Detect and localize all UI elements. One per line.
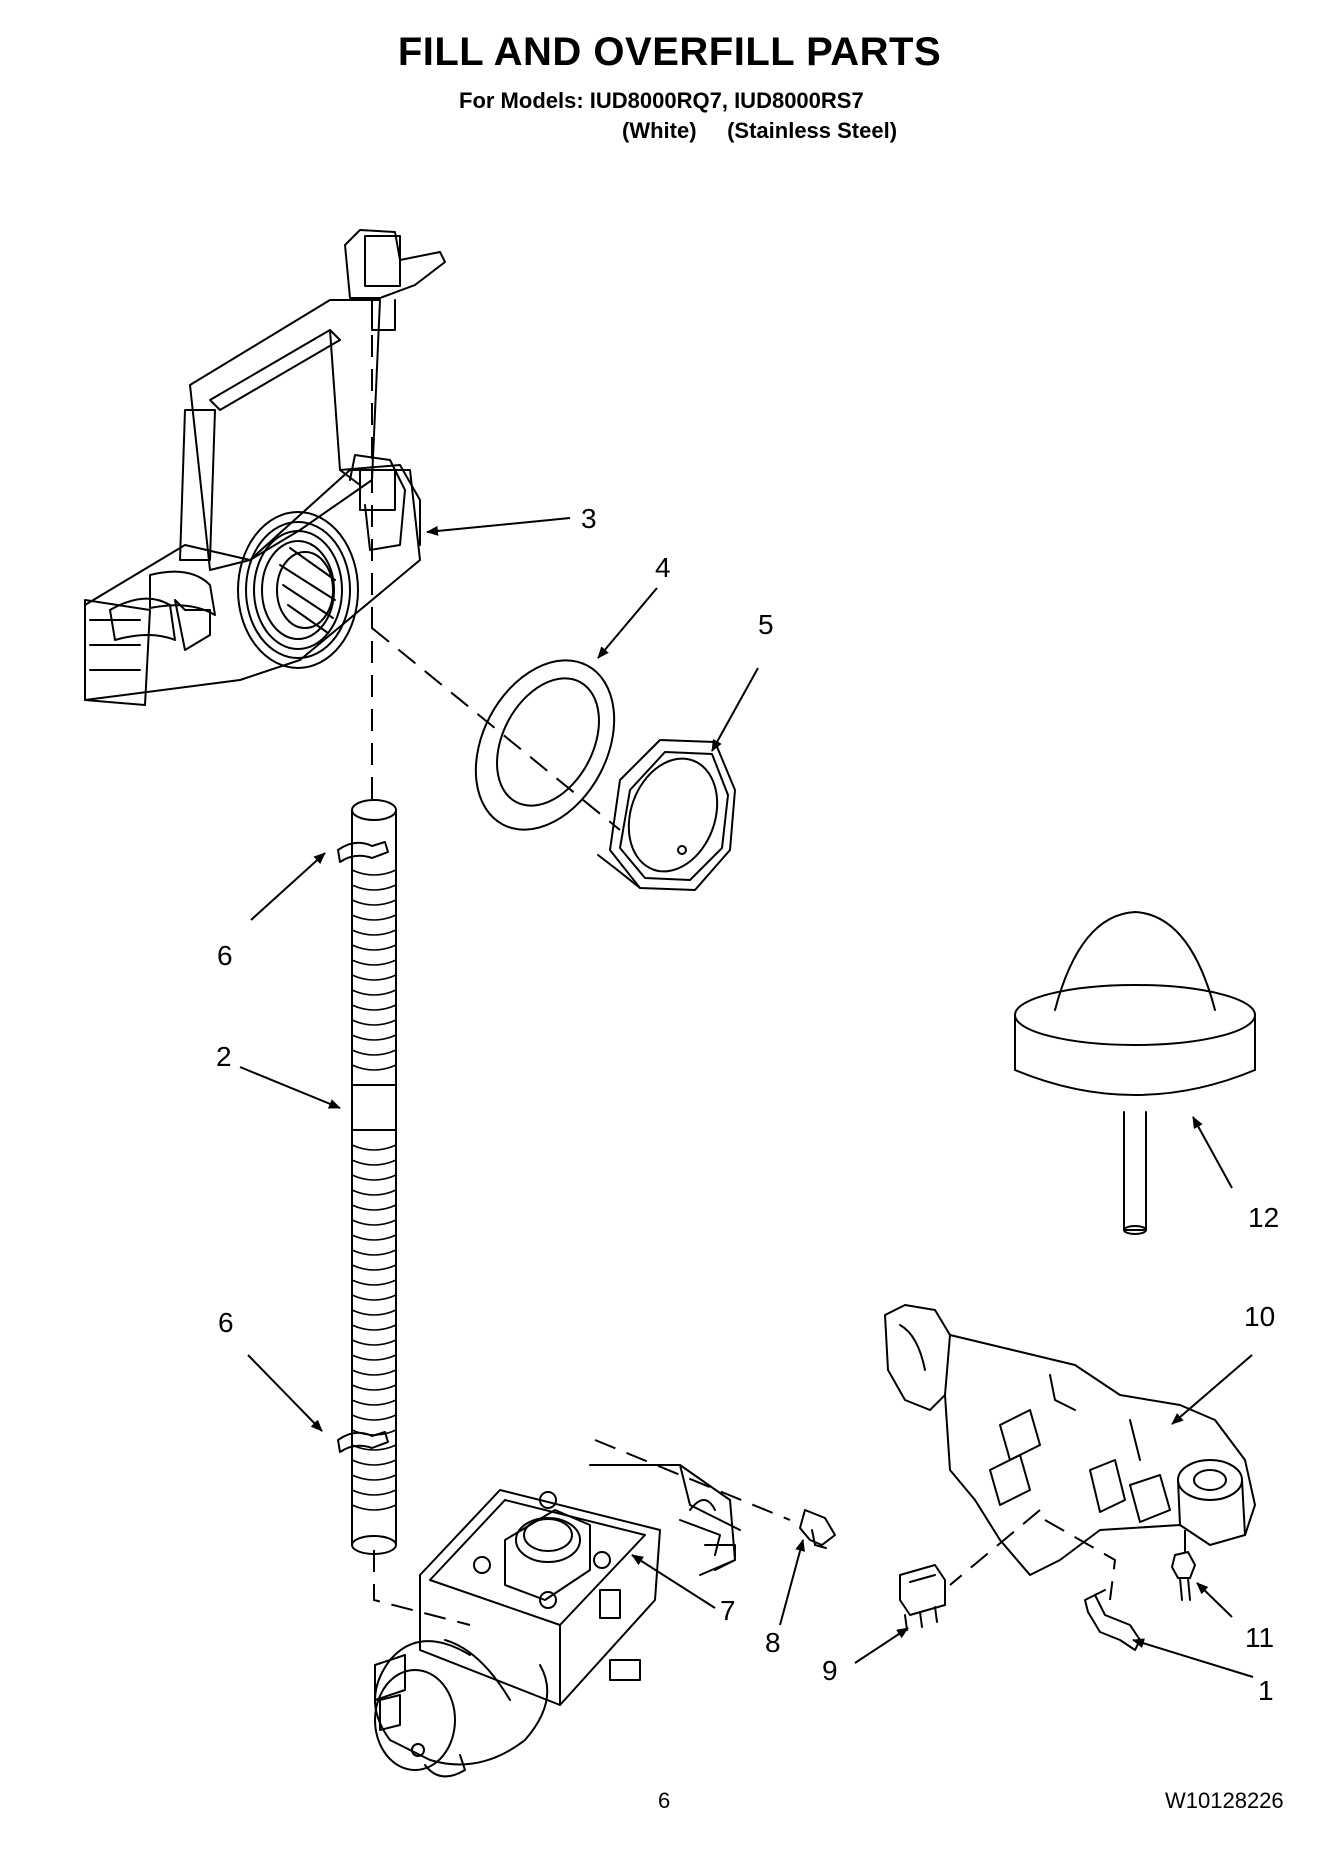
float-part xyxy=(1014,911,1256,1235)
models-line: For Models: IUD8000RQ7, IUD8000RS7 xyxy=(459,88,864,113)
callout-6-top: 6 xyxy=(217,940,233,971)
callout-6-bottom: 6 xyxy=(218,1307,234,1338)
actuator-lever-part xyxy=(1084,1589,1141,1651)
callout-11: 11 xyxy=(1245,1622,1274,1653)
fill-hose-part xyxy=(351,799,397,1555)
assembly-guide-lines xyxy=(371,335,1186,1626)
leader-arrows xyxy=(239,517,1254,1678)
callout-10: 10 xyxy=(1244,1301,1275,1332)
gasket-part xyxy=(474,659,616,831)
float-switch-part xyxy=(899,1564,946,1631)
callout-7: 7 xyxy=(720,1595,736,1626)
float-switch-bracket-part xyxy=(884,1304,1256,1576)
callout-labels: 3 4 5 6 2 12 10 6 7 8 9 11 1 xyxy=(216,503,1279,1706)
callout-4: 4 xyxy=(655,552,671,583)
callout-2: 2 xyxy=(216,1041,232,1072)
callout-12: 12 xyxy=(1248,1202,1279,1233)
page-title: FILL AND OVERFILL PARTS xyxy=(397,30,942,74)
variants-line: (White) (Stainless Steel) xyxy=(622,118,898,143)
callout-5: 5 xyxy=(758,609,774,640)
fill-funnel-part xyxy=(84,229,446,706)
hose-clamp-bottom-part xyxy=(337,1431,389,1453)
water-inlet-valve-part xyxy=(374,1464,741,1778)
page-number: 6 xyxy=(658,1788,671,1813)
callout-1: 1 xyxy=(1258,1675,1274,1706)
retaining-nut-part xyxy=(597,739,736,891)
screw-part-8 xyxy=(799,1509,836,1549)
callout-8: 8 xyxy=(765,1627,781,1658)
document-number: W10128226 xyxy=(1165,1788,1284,1813)
callout-3: 3 xyxy=(581,503,597,534)
screw-part-11 xyxy=(1171,1551,1196,1601)
hose-clamp-top-part xyxy=(337,841,389,863)
callout-9: 9 xyxy=(822,1655,838,1686)
